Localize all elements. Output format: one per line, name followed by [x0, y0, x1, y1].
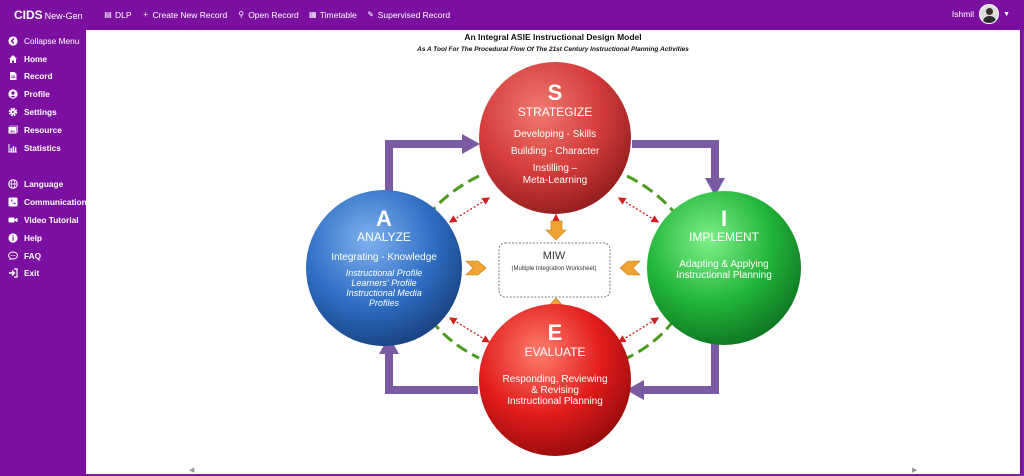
arrow-strategize-to-implement: [632, 140, 719, 180]
user-menu[interactable]: Ishmil ▼: [952, 4, 1010, 24]
svg-text:ANALYZE: ANALYZE: [357, 230, 411, 244]
svg-text:E: E: [548, 320, 563, 345]
info-icon: [8, 233, 18, 243]
page-subtitle: As A Tool For The Procedural Flow Of The…: [417, 46, 689, 53]
main-content: An Integral ASIE Instructional Design Mo…: [86, 30, 1020, 474]
nav-create-new-record-link[interactable]: +Create New Record: [143, 10, 228, 20]
sidebar-item-video-tutorial[interactable]: Video Tutorial: [0, 211, 86, 229]
miw-subtitle: (Multiple Integration Worksheet): [512, 266, 597, 272]
arrow-implement-to-evaluate: [642, 340, 719, 394]
svg-text:Adapting & Applying: Adapting & Applying: [679, 259, 769, 270]
svg-text:Instilling –: Instilling –: [533, 163, 578, 174]
svg-text:IMPLEMENT: IMPLEMENT: [689, 230, 760, 244]
avatar: [979, 4, 1000, 24]
exit-icon: [8, 268, 18, 279]
svg-text:STRATEGIZE: STRATEGIZE: [518, 105, 592, 119]
home-icon: [8, 54, 18, 64]
evaluate-circle: E EVALUATE Responding, Reviewing & Revis…: [479, 304, 631, 456]
svg-text:Instructional Planning: Instructional Planning: [676, 270, 772, 281]
svg-text:EVALUATE: EVALUATE: [525, 345, 586, 359]
nav-supervised-record-link[interactable]: ✎Supervised Record: [367, 10, 451, 20]
user-name: Ishmil: [951, 9, 975, 19]
svg-text:& Revising: & Revising: [531, 385, 579, 396]
sidebar-collapse-menu[interactable]: Collapse Menu: [0, 32, 86, 50]
sidebar-item-communication[interactable]: Communication: [0, 193, 87, 211]
svg-text:I: I: [721, 206, 727, 231]
plus-icon: +: [143, 10, 148, 19]
svg-text:Building - Character: Building - Character: [511, 146, 600, 157]
sidebar: Collapse Menu Home Record Profile Settin…: [0, 30, 87, 476]
chevron-from-implement: [619, 260, 641, 276]
strategize-circle: S STRATEGIZE Developing - Skills Buildin…: [479, 62, 631, 214]
implement-circle: I IMPLEMENT Adapting & Applying Instruct…: [647, 191, 801, 345]
phone-icon: [8, 197, 18, 207]
chat-icon: [8, 251, 18, 261]
svg-text:Instructional Planning: Instructional Planning: [507, 396, 603, 407]
sidebar-item-exit[interactable]: Exit: [0, 265, 86, 283]
sidebar-item-language[interactable]: Language: [0, 176, 86, 194]
svg-text:Responding, Reviewing: Responding, Reviewing: [502, 374, 607, 385]
sidebar-item-home[interactable]: Home: [0, 50, 86, 68]
user-icon: [8, 89, 18, 99]
svg-text:Instructional Profile: Instructional Profile: [346, 268, 423, 278]
video-icon: [8, 215, 18, 225]
document-icon: ▤: [104, 10, 112, 19]
images-icon: [8, 125, 18, 135]
svg-text:Learners' Profile: Learners' Profile: [351, 278, 416, 288]
edit-icon: ✎: [367, 10, 375, 19]
nav-open-record-link[interactable]: ⚲Open Record: [238, 10, 299, 20]
sidebar-item-statistics[interactable]: Statistics: [0, 139, 86, 157]
top-nav-links: ▤DLP +Create New Record ⚲Open Record ▦Ti…: [104, 10, 460, 20]
scroll-right-arrow-icon[interactable]: ▶: [912, 467, 918, 474]
gear-icon: [8, 107, 18, 117]
svg-text:Integrating - Knowledge: Integrating - Knowledge: [331, 252, 437, 263]
analyze-circle: A ANALYZE Integrating - Knowledge Instru…: [306, 190, 462, 346]
miw-box: MIW (Multiple Integration Worksheet): [498, 242, 611, 298]
sidebar-item-help[interactable]: Help: [0, 229, 86, 247]
chevron-down-icon: ▼: [1003, 10, 1010, 18]
nav-timetable-link[interactable]: ▦Timetable: [308, 10, 357, 20]
svg-text:Meta-Learning: Meta-Learning: [523, 175, 587, 186]
sidebar-item-profile[interactable]: Profile: [0, 85, 86, 103]
globe-icon: [8, 179, 18, 190]
sidebar-item-resource[interactable]: Resource: [0, 121, 86, 139]
svg-text:Profiles: Profiles: [369, 298, 400, 308]
svg-text:A: A: [376, 206, 392, 231]
chevron-from-strategize: [545, 220, 567, 241]
bar-chart-icon: [8, 143, 18, 153]
arrow-evaluate-to-analyze: [385, 352, 478, 394]
sidebar-item-faq[interactable]: FAQ: [0, 247, 86, 265]
collapse-arrow-icon: [8, 36, 18, 46]
chevron-from-analyze: [465, 260, 487, 276]
search-icon: ⚲: [238, 10, 245, 19]
scroll-left-arrow-icon[interactable]: ◀: [189, 467, 195, 474]
sidebar-item-record[interactable]: Record: [0, 68, 86, 86]
sidebar-item-settings[interactable]: Settings: [0, 103, 86, 121]
page-title: An Integral ASIE Instructional Design Mo…: [464, 32, 642, 42]
svg-text:S: S: [548, 80, 563, 105]
file-icon: [8, 71, 18, 81]
svg-text:Developing - Skills: Developing - Skills: [514, 129, 596, 140]
miw-title: MIW: [543, 250, 566, 262]
svg-text:Instructional Media: Instructional Media: [346, 288, 422, 298]
asie-model-diagram: MIW (Multiple Integration Worksheet) S S…: [306, 62, 801, 456]
nav-dlp-link[interactable]: ▤DLP: [104, 10, 132, 20]
calendar-icon: ▦: [308, 10, 317, 19]
